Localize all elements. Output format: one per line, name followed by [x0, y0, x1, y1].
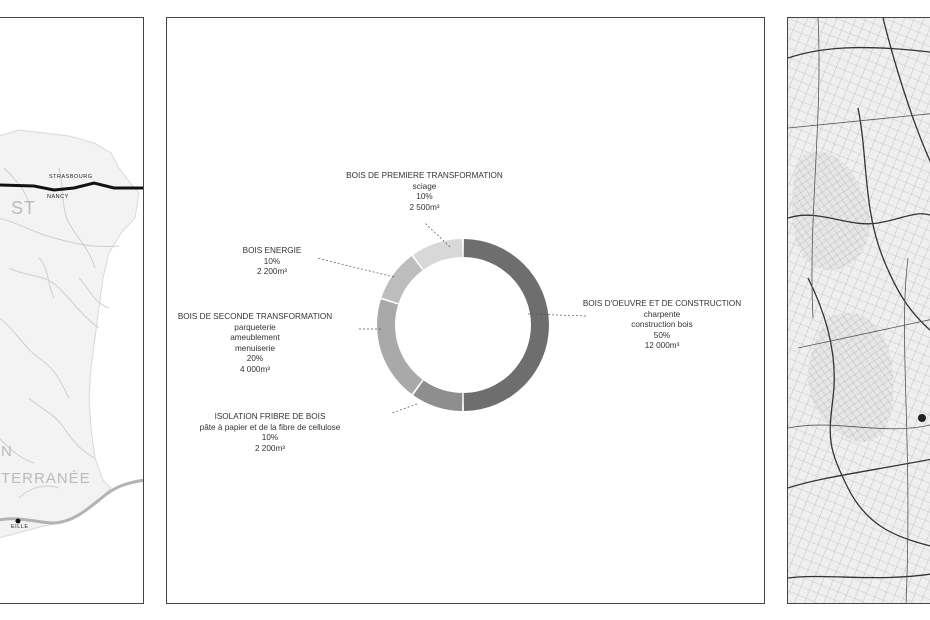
label-isolation-fibre: ISOLATION FRIBRE DE BOIS pâte à papier e… — [175, 412, 365, 454]
secondary-roads — [788, 18, 930, 603]
donut-slice — [377, 299, 423, 395]
city-street-map — [788, 18, 930, 603]
donut-slice — [381, 255, 423, 304]
slice-volume: 2 200m³ — [254, 443, 286, 453]
slice-detail: charpente — [643, 309, 681, 319]
slice-percent: 10% — [416, 192, 433, 202]
leader-line-construction — [527, 313, 588, 317]
map-marker — [918, 414, 926, 422]
label-bois-oeuvre-construction: BOIS D'OEUVRE ET DE CONSTRUCTION charpen… — [562, 299, 762, 352]
slice-name: BOIS DE SECONDE TRANSFORMATION — [177, 312, 333, 321]
label-premiere-transformation: BOIS DE PREMIERE TRANSFORMATION sciage 1… — [337, 171, 512, 213]
donut-slice — [463, 239, 549, 411]
dense-district — [792, 151, 870, 270]
rivers — [0, 167, 120, 499]
leader-line-isolation — [391, 403, 418, 414]
coast-line — [0, 478, 143, 525]
highway-line — [0, 181, 143, 192]
donut-chart-panel: BOIS DE PREMIERE TRANSFORMATION sciage 1… — [166, 17, 765, 604]
donut-slice — [413, 380, 463, 411]
slice-volume: 2 200m³ — [256, 267, 288, 277]
label-bois-energie: BOIS ENERGIE 10% 2 200m³ — [217, 246, 327, 278]
slice-detail: menuiserie — [234, 343, 276, 353]
slice-volume: 2 500m³ — [409, 202, 440, 212]
city-marseille: EILLE — [11, 524, 29, 530]
slice-percent: 10% — [261, 433, 279, 443]
slice-percent: 50% — [653, 330, 671, 340]
donut-slices — [377, 239, 549, 411]
donut-chart — [316, 222, 588, 414]
major-roads — [788, 18, 930, 579]
sea-label-line2: TERRANÉE — [1, 470, 91, 487]
slice-volume: 12 000m³ — [644, 341, 680, 351]
france-map-panel: ST N TERRANÉE STRASBOURG NANCY EILLE — [0, 17, 144, 604]
city-street-map-panel — [787, 17, 930, 604]
slice-volume: 4 000m³ — [239, 364, 271, 374]
slice-name: BOIS ENERGIE — [242, 246, 302, 255]
leader-line-energie — [316, 257, 395, 278]
leader-lines — [316, 222, 588, 414]
city-nancy: NANCY — [47, 194, 69, 200]
slice-detail: parqueterie — [234, 322, 276, 332]
city-strasbourg: STRASBOURG — [49, 174, 93, 180]
slice-percent: 10% — [263, 256, 281, 266]
slice-name: ISOLATION FRIBRE DE BOIS — [214, 412, 326, 421]
france-map — [0, 129, 143, 539]
city-dot — [15, 518, 21, 524]
donut-slice — [413, 239, 463, 270]
slice-detail: construction bois — [631, 320, 693, 330]
dense-district — [808, 312, 894, 442]
slice-detail: pâte à papier et de la fibre de cellulos… — [199, 422, 341, 432]
slice-name: BOIS DE PREMIERE TRANSFORMATION — [346, 171, 503, 180]
slice-percent: 20% — [246, 354, 264, 364]
slice-detail: sciage — [412, 181, 437, 191]
slice-name: BOIS D'OEUVRE ET DE CONSTRUCTION — [582, 299, 742, 308]
leader-line-premiere — [424, 222, 451, 248]
slice-detail: ameublement — [230, 333, 280, 343]
sea-label-line1: N — [1, 443, 13, 460]
label-seconde-transformation: BOIS DE SECONDE TRANSFORMATION parqueter… — [169, 312, 341, 376]
region-label: ST — [11, 198, 37, 218]
